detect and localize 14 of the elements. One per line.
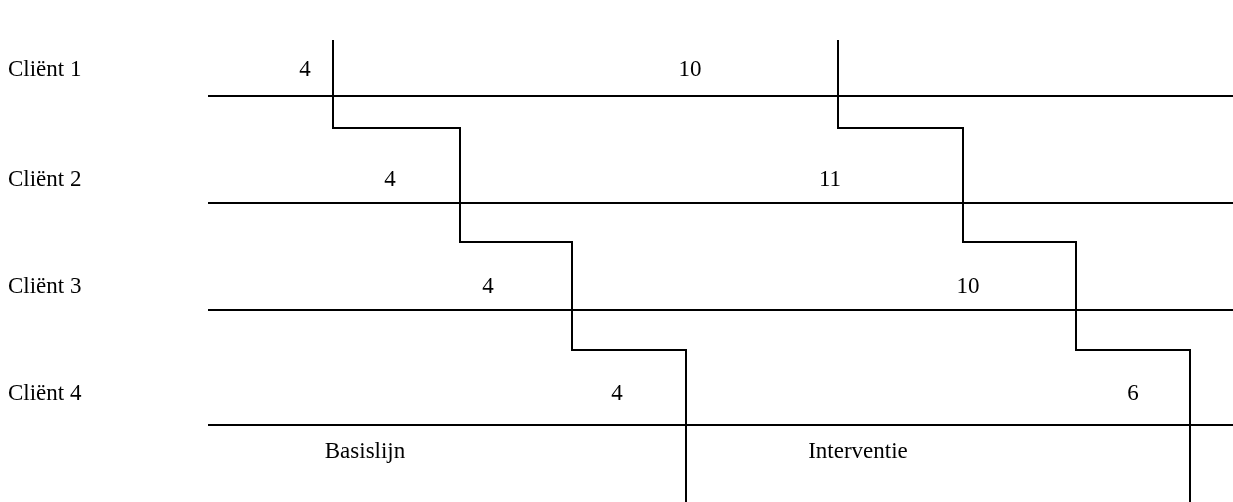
row-label: Cliënt 4	[8, 380, 82, 404]
data-value: 4	[299, 56, 311, 80]
data-value: 10	[678, 56, 702, 80]
data-value: 4	[611, 380, 623, 404]
row-label: Cliënt 2	[8, 166, 82, 190]
data-value: 11	[818, 166, 842, 190]
phase-label: Interventie	[808, 438, 908, 462]
phase-label: Basislijn	[324, 438, 406, 462]
data-value: 4	[482, 273, 494, 297]
data-value: 4	[384, 166, 396, 190]
data-value: 6	[1127, 380, 1139, 404]
row-label: Cliënt 3	[8, 273, 82, 297]
data-value: 10	[956, 273, 980, 297]
row-label: Cliënt 1	[8, 56, 82, 80]
